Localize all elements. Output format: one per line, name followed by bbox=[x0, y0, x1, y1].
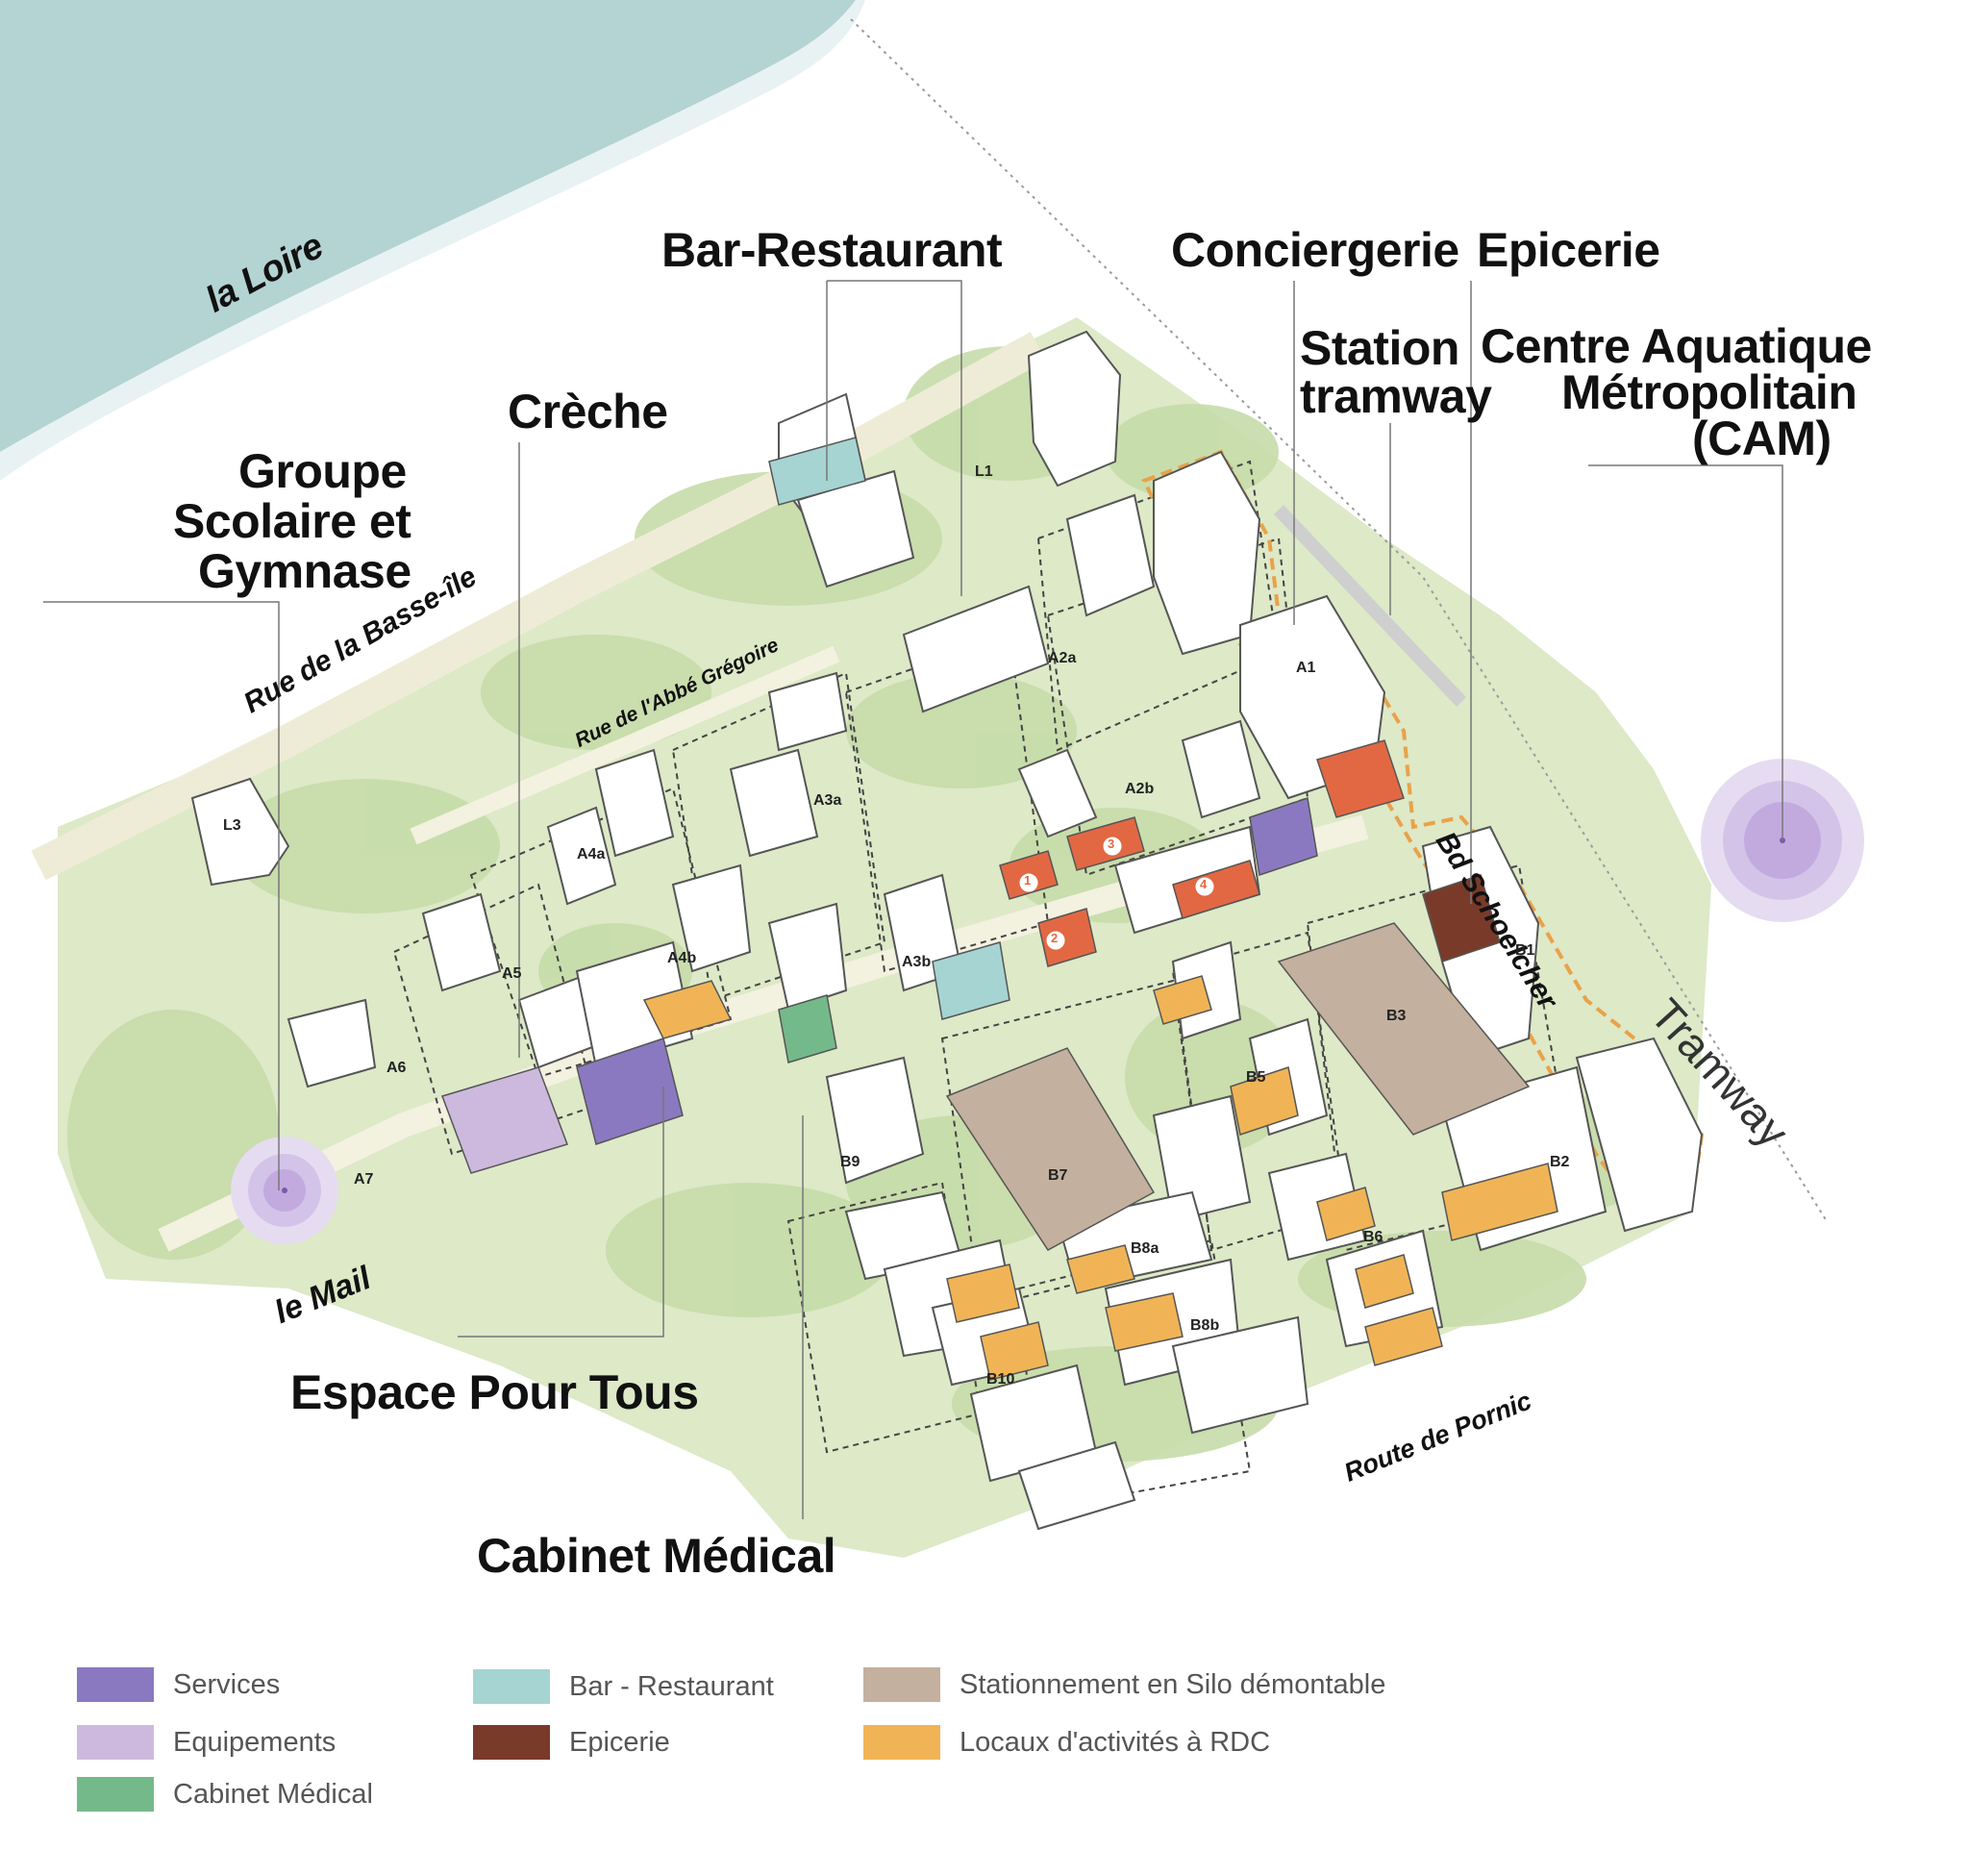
legend-swatch-epicerie bbox=[473, 1725, 550, 1760]
legend-label-services: Services bbox=[173, 1668, 281, 1700]
parcel-B1: B1 bbox=[1515, 942, 1535, 959]
label-bar-restaurant: Bar-Restaurant bbox=[661, 223, 1003, 277]
activity-block bbox=[1153, 975, 1212, 1025]
parcel-A5: A5 bbox=[502, 965, 522, 982]
label-station-line1: Station bbox=[1300, 321, 1459, 375]
parcel-A2a: A2a bbox=[1048, 650, 1077, 666]
legend-label-stationnement: Stationnement en Silo démontable bbox=[960, 1668, 1386, 1700]
activity-block bbox=[1066, 1244, 1135, 1294]
legend-bar-restaurant: Bar - Restaurant bbox=[473, 1669, 774, 1704]
label-espace-pour-tous: Espace Pour Tous bbox=[290, 1365, 699, 1419]
silo-b7 bbox=[945, 1047, 1156, 1251]
parcel-A2b: A2b bbox=[1125, 781, 1155, 797]
label-conciergerie: Conciergerie bbox=[1171, 223, 1459, 277]
parcel-A1: A1 bbox=[1296, 660, 1316, 676]
activity-block bbox=[1441, 1163, 1558, 1241]
parcel-A3a: A3a bbox=[813, 792, 842, 809]
silo-b3 bbox=[1277, 922, 1531, 1136]
conciergerie-block bbox=[1316, 739, 1405, 818]
label-groupe-line1: Groupe bbox=[238, 444, 407, 498]
activity-block bbox=[1364, 1307, 1443, 1366]
label-cam-line3: (CAM) bbox=[1692, 412, 1832, 465]
parcel-L1: L1 bbox=[975, 463, 993, 480]
legend-swatch-cabinet-medical bbox=[77, 1777, 154, 1812]
active-block-2 bbox=[1037, 908, 1097, 967]
marker-1 bbox=[1019, 873, 1038, 892]
legend: Services Equipements Cabinet Médical Bar… bbox=[0, 1654, 1969, 1846]
activity-block bbox=[980, 1321, 1049, 1381]
epicerie-block bbox=[1422, 874, 1501, 963]
marker-3 bbox=[1103, 837, 1122, 856]
marker-4 bbox=[1195, 877, 1214, 896]
services-block bbox=[1249, 797, 1318, 876]
parcel-A4b: A4b bbox=[667, 950, 697, 966]
tram-line bbox=[1273, 505, 1467, 707]
label-groupe-line3: Gymnase bbox=[198, 544, 411, 598]
legend-label-equipements: Equipements bbox=[173, 1726, 336, 1758]
marker-1-text: 1 bbox=[1024, 873, 1032, 888]
parcel-A4a: A4a bbox=[577, 846, 606, 863]
active-block-4 bbox=[1172, 860, 1260, 919]
parcel-A3b: A3b bbox=[902, 954, 932, 970]
legend-cabinet-medical: Cabinet Médical bbox=[77, 1777, 373, 1812]
legend-label-cabinet-medical: Cabinet Médical bbox=[173, 1778, 373, 1810]
legend-label-bar-restaurant: Bar - Restaurant bbox=[569, 1670, 774, 1702]
parcel-A6: A6 bbox=[386, 1060, 407, 1076]
parcel-B9: B9 bbox=[840, 1154, 860, 1170]
label-cabinet-medical: Cabinet Médical bbox=[477, 1529, 836, 1583]
legend-swatch-equipements bbox=[77, 1725, 154, 1760]
marker-3-text: 3 bbox=[1108, 837, 1115, 851]
legend-equipements: Equipements bbox=[77, 1725, 336, 1760]
activity-block bbox=[1355, 1254, 1414, 1309]
a7-circle bbox=[231, 1137, 338, 1244]
activity-block bbox=[1230, 1066, 1299, 1136]
river-loire bbox=[0, 0, 856, 452]
river-bank bbox=[0, 0, 865, 481]
parcel-B3: B3 bbox=[1386, 1008, 1407, 1024]
legend-swatch-locaux bbox=[863, 1725, 940, 1760]
legend-locaux: Locaux d'activités à RDC bbox=[863, 1725, 1270, 1760]
abbe-gregoire-path bbox=[410, 645, 840, 845]
activity-block bbox=[1105, 1292, 1184, 1352]
equipements-block bbox=[441, 1066, 568, 1174]
legend-swatch-services bbox=[77, 1667, 154, 1702]
label-creche: Crèche bbox=[508, 385, 668, 438]
leader-lines bbox=[43, 280, 1783, 1519]
legend-services: Services bbox=[77, 1667, 280, 1702]
legend-stationnement: Stationnement en Silo démontable bbox=[863, 1667, 1385, 1702]
label-cam-line1: Centre Aquatique bbox=[1481, 319, 1872, 373]
marker-2 bbox=[1046, 931, 1065, 950]
bar-restaurant-block-2 bbox=[932, 941, 1010, 1020]
rue-basse-ile-path bbox=[31, 332, 1047, 881]
label-station-line2: tramway bbox=[1300, 369, 1492, 423]
parcel-B8b: B8b bbox=[1190, 1317, 1220, 1334]
programme-blocks bbox=[441, 437, 1558, 1381]
parcel-B7: B7 bbox=[1048, 1167, 1068, 1184]
parcel-B2: B2 bbox=[1550, 1154, 1570, 1170]
parcel-B8a: B8a bbox=[1131, 1240, 1159, 1257]
parcel-B10: B10 bbox=[986, 1371, 1015, 1388]
label-epicerie: Epicerie bbox=[1477, 223, 1660, 277]
services-block-2 bbox=[576, 1038, 684, 1145]
parcel-L3: L3 bbox=[223, 817, 241, 834]
activity-block bbox=[1316, 1187, 1376, 1241]
activity-block bbox=[946, 1263, 1020, 1323]
marker-2-text: 2 bbox=[1051, 931, 1059, 945]
parcel-B5: B5 bbox=[1246, 1069, 1266, 1086]
legend-label-locaux: Locaux d'activités à RDC bbox=[960, 1726, 1271, 1758]
numbered-markers bbox=[1019, 837, 1214, 950]
legend-swatch-stationnement bbox=[863, 1667, 940, 1702]
marker-4-text: 4 bbox=[1200, 877, 1208, 891]
label-cam-line2: Métropolitain bbox=[1561, 365, 1857, 419]
label-groupe-line2: Scolaire et bbox=[173, 494, 411, 548]
cabinet-medical-block bbox=[778, 994, 837, 1063]
parcel-B6: B6 bbox=[1363, 1229, 1383, 1245]
activity-block bbox=[642, 980, 733, 1039]
legend-epicerie: Epicerie bbox=[473, 1725, 670, 1760]
parcel-A7: A7 bbox=[354, 1171, 374, 1188]
legend-label-epicerie: Epicerie bbox=[569, 1726, 670, 1758]
legend-swatch-bar-restaurant bbox=[473, 1669, 550, 1704]
